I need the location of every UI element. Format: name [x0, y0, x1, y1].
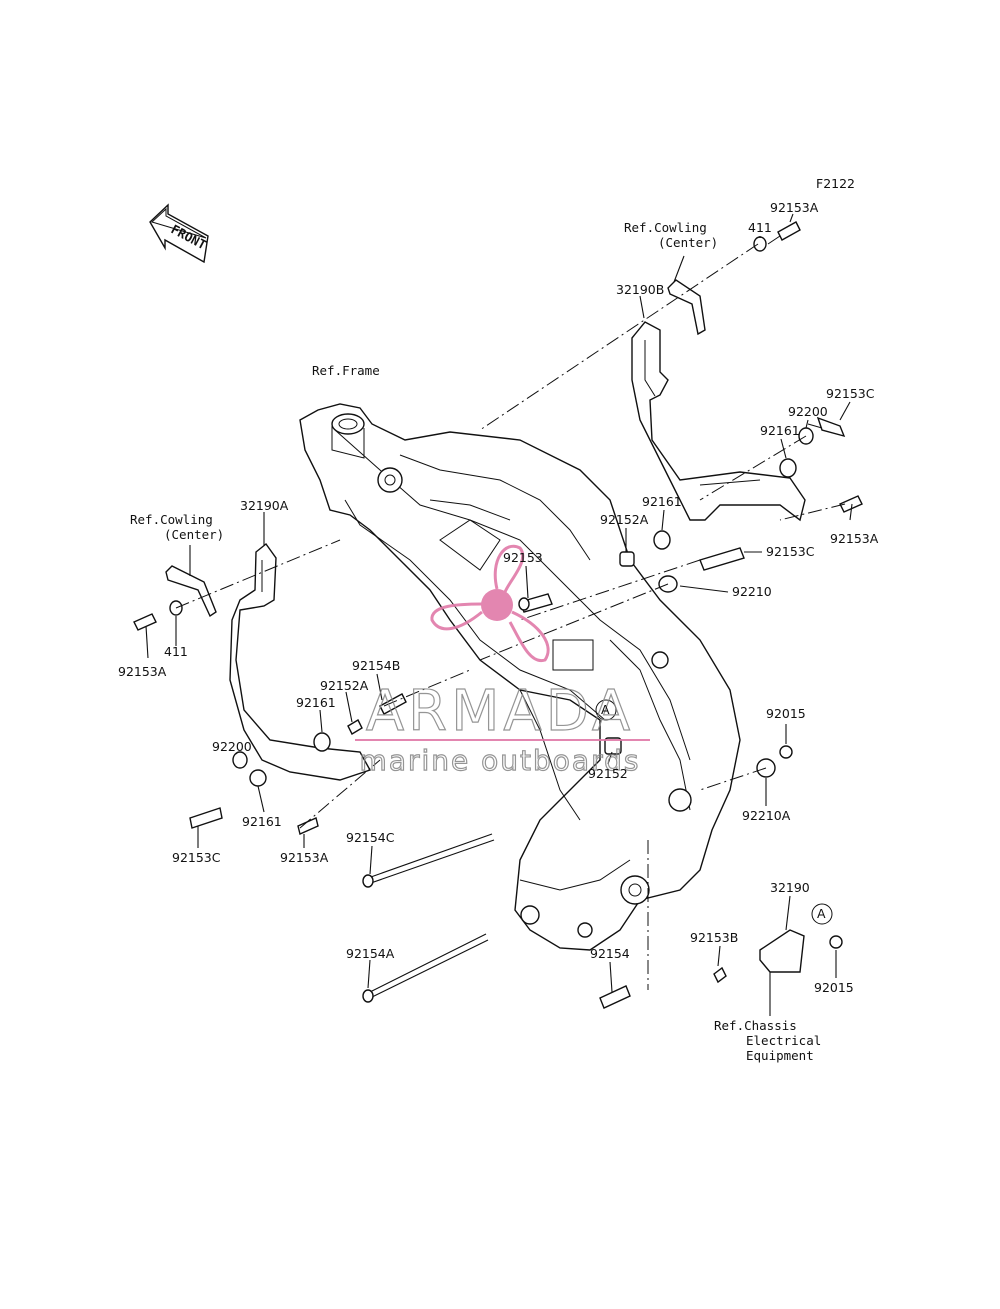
- part-label: 92152: [588, 766, 628, 781]
- watermark-logo-icon: [430, 544, 550, 663]
- part-label: 92153A: [770, 200, 819, 215]
- part-label: 92153C: [826, 386, 875, 401]
- ref-cowling-right-label: Ref.Cowling: [624, 220, 707, 235]
- ref-cowling-right-sub: (Center): [658, 235, 718, 250]
- watermark-brand: ARMADA: [366, 679, 634, 744]
- front-arrow-icon: FRONT: [149, 203, 209, 264]
- ref-chassis-label: Ref.Chassis: [714, 1018, 797, 1033]
- ref-chassis-sub2: Equipment: [746, 1048, 814, 1063]
- ref-frame-label: Ref.Frame: [312, 363, 380, 378]
- part-label: 92161: [760, 423, 800, 438]
- main-frame: [299, 403, 741, 951]
- marker-a: A: [601, 702, 610, 717]
- ref-cowling-left-sub: (Center): [164, 527, 224, 542]
- leader-lines: [145, 213, 853, 1016]
- part-label: 92154A: [346, 946, 395, 961]
- ref-chassis-sub: Electrical: [746, 1033, 821, 1048]
- part-label: 92015: [814, 980, 854, 995]
- part-label: 92152A: [600, 512, 649, 527]
- part-label: 92153C: [172, 850, 221, 865]
- part-label: 32190B: [616, 282, 664, 297]
- part-label: 32190: [770, 880, 810, 895]
- part-label: 92153A: [830, 531, 879, 546]
- part-label: 92152A: [320, 678, 369, 693]
- part-label: 92200: [788, 404, 828, 419]
- bracket-32190b: [631, 321, 806, 522]
- part-label: 92154B: [352, 658, 400, 673]
- cowling-bracket-right: [667, 279, 706, 336]
- hardware: [133, 221, 863, 1009]
- marker-a: A: [817, 906, 826, 921]
- watermark: ARMADA marine outboards: [355, 544, 650, 778]
- cowling-bracket-left: [165, 565, 217, 618]
- part-label: 92154C: [346, 830, 395, 845]
- part-label: 92153: [503, 550, 543, 565]
- part-label: 92200: [212, 739, 252, 754]
- ref-cowling-left-label: Ref.Cowling: [130, 512, 213, 527]
- part-label: 92161: [296, 695, 336, 710]
- part-label: 92153B: [690, 930, 738, 945]
- watermark-tagline: marine outboards: [360, 744, 641, 777]
- part-label: 92161: [242, 814, 282, 829]
- part-label: 92154: [590, 946, 630, 961]
- part-label: 92153A: [118, 664, 167, 679]
- part-label: 411: [748, 220, 772, 235]
- part-label: 92015: [766, 706, 806, 721]
- diagram-code: F2122: [816, 176, 855, 191]
- part-label: 92210A: [742, 808, 791, 823]
- bracket-32190a: [229, 542, 372, 781]
- part-label: 32190A: [240, 498, 289, 513]
- part-label: 92210: [732, 584, 772, 599]
- part-label: 411: [164, 644, 188, 659]
- part-label: 92161: [642, 494, 682, 509]
- alignment-lines: [175, 243, 846, 990]
- part-label: 92153C: [766, 544, 815, 559]
- part-label: 92153A: [280, 850, 329, 865]
